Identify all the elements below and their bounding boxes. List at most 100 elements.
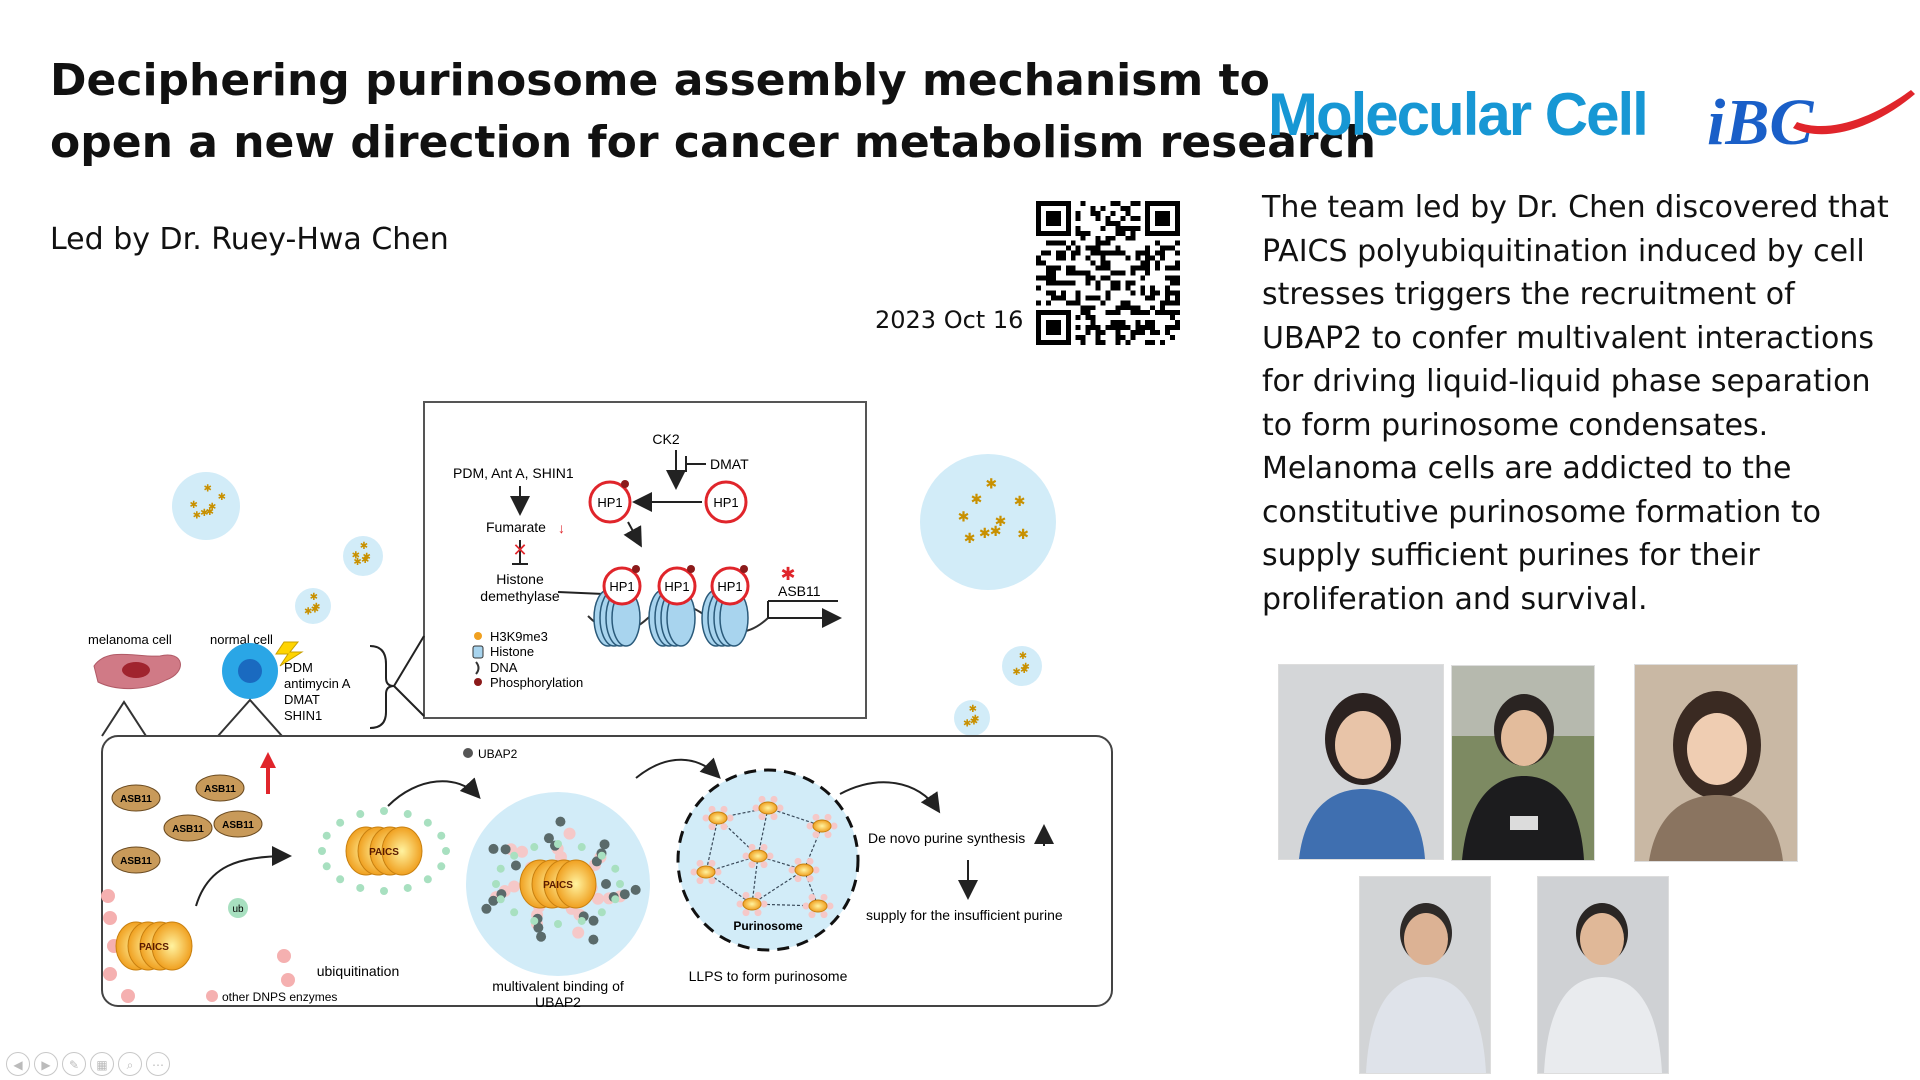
melanoma-cell-label: melanoma cell: [88, 632, 172, 647]
asb11-protein-label: ASB11: [204, 784, 236, 795]
stress-label: PDM, Ant A, SHIN1: [453, 465, 574, 481]
portrait-2: [1451, 665, 1595, 861]
svg-text:↓: ↓: [558, 520, 565, 536]
paics-label: PAICS: [543, 880, 573, 891]
multivalent-label-1: multivalent binding of: [492, 978, 624, 994]
svg-text:✱: ✱: [985, 476, 997, 492]
treatment-2: antimycin A: [284, 676, 351, 691]
svg-text:✱: ✱: [1012, 667, 1020, 678]
legend-dna: DNA: [490, 660, 518, 675]
next-icon[interactable]: ▶: [34, 1052, 58, 1076]
demethylase-label: demethylase: [480, 588, 560, 604]
svg-text:✱: ✱: [190, 500, 198, 511]
portrait-4: [1359, 876, 1491, 1074]
portrait-5: [1537, 876, 1669, 1074]
inset-box: [423, 401, 867, 719]
portrait-3: [1634, 664, 1798, 862]
hp1-nucleosome-label: HP1: [609, 579, 634, 594]
hp1-nucleosome-label: HP1: [717, 579, 742, 594]
ibc-logo-text: iBC: [1707, 86, 1814, 156]
legend-h3k9me3: H3K9me3: [490, 629, 548, 644]
svg-text:✱: ✱: [362, 552, 370, 563]
svg-text:✱: ✱: [360, 541, 368, 552]
portrait-1: [1278, 664, 1444, 860]
treatment-3: DMAT: [284, 692, 320, 707]
title-line-1: Deciphering purinosome assembly mechanis…: [50, 55, 1270, 106]
svg-text:✱: ✱: [1021, 662, 1029, 673]
fumarate-label: Fumarate: [486, 519, 546, 535]
svg-text:✱: ✱: [353, 557, 361, 568]
asb11-protein-label: ASB11: [120, 856, 152, 867]
svg-text:✱: ✱: [312, 602, 320, 613]
date-text: 2023 Oct 16: [875, 306, 1024, 334]
hp1-label-2: HP1: [713, 495, 738, 510]
paics-unmodified: PAICS: [101, 889, 295, 1003]
title-line-2: open a new direction for cancer metaboli…: [50, 117, 1376, 168]
svg-text:✱: ✱: [958, 509, 970, 525]
svg-text:✕: ✕: [512, 540, 527, 560]
pen-icon[interactable]: ✎: [62, 1052, 86, 1076]
svg-text:✱: ✱: [310, 592, 318, 603]
svg-text:✱: ✱: [218, 492, 226, 503]
ubap2-legend: UBAP2: [478, 747, 518, 761]
svg-text:✱: ✱: [208, 502, 216, 513]
journal-logo: Molecular Cell: [1268, 81, 1649, 148]
paics-label: PAICS: [369, 847, 399, 858]
floating-condensates: ✱✱✱✱✱✱✱✱✱✱✱✱✱✱✱✱✱✱✱✱✱✱✱✱✱✱✱✱✱✱✱✱✱: [172, 454, 1056, 736]
svg-text:✱: ✱: [1019, 651, 1027, 662]
svg-text:✱: ✱: [970, 717, 978, 728]
paics-ubiquitinated: PAICS: [318, 807, 450, 895]
qr-code-icon[interactable]: [1036, 201, 1180, 345]
svg-text:✱: ✱: [206, 507, 214, 518]
de-novo-label: De novo purine synthesis: [868, 830, 1025, 846]
svg-text:✱: ✱: [200, 508, 208, 519]
asb11-protein-label: ASB11: [222, 820, 254, 831]
led-by-text: Led by Dr. Ruey-Hwa Chen: [50, 222, 449, 257]
svg-text:✱: ✱: [979, 525, 991, 541]
svg-text:✱: ✱: [963, 718, 971, 729]
svg-text:✱: ✱: [1014, 493, 1026, 509]
treatment-1: PDM: [284, 660, 313, 675]
svg-text:✱: ✱: [193, 510, 201, 521]
ck2-label: CK2: [652, 431, 679, 447]
svg-text:✱: ✱: [352, 551, 360, 562]
svg-text:✱: ✱: [780, 564, 795, 584]
ibc-logo: iBC: [1707, 86, 1915, 156]
legend-phosphorylation: Phosphorylation: [490, 675, 583, 690]
inset-legend: H3K9me3 Histone DNA Phosphorylation: [472, 629, 583, 690]
svg-text:✱: ✱: [971, 491, 983, 507]
svg-text:✱: ✱: [361, 555, 369, 566]
llps-label: LLPS to form purinosome: [689, 968, 848, 984]
purinosome-model-figure: ✱✱✱✱✱✱✱✱✱✱✱✱✱✱✱✱✱✱✱✱✱✱✱✱✱✱✱✱✱✱✱✱✱ CK2 DM…: [88, 401, 1113, 1010]
asb11-protein-label: ASB11: [172, 824, 204, 835]
multivalent-label-2: UBAP2: [535, 994, 581, 1010]
svg-text:✱: ✱: [1020, 665, 1028, 676]
svg-text:✱: ✱: [990, 523, 1002, 539]
dmat-label: DMAT: [710, 456, 749, 472]
legend-histone: Histone: [490, 644, 534, 659]
svg-text:✱: ✱: [964, 530, 976, 546]
slide-title: Deciphering purinosome assembly mechanis…: [50, 50, 1376, 174]
histone-label: Histone: [496, 571, 544, 587]
svg-text:✱: ✱: [311, 605, 319, 616]
ub-label: ub: [232, 904, 244, 915]
paics-ubap2-complex: PAICS: [481, 816, 641, 945]
supply-label: supply for the insufficient purine: [866, 907, 1063, 923]
svg-text:✱: ✱: [304, 606, 312, 617]
treatment-4: SHIN1: [284, 708, 322, 723]
asb11-gene-label: ASB11: [778, 583, 821, 599]
svg-text:✱: ✱: [203, 483, 211, 494]
purinosome-label: Purinosome: [733, 919, 803, 933]
more-icon[interactable]: ⋯: [146, 1052, 170, 1076]
svg-text:✱: ✱: [971, 714, 979, 725]
prev-icon[interactable]: ◀: [6, 1052, 30, 1076]
summary-text: The team led by Dr. Chen discovered that…: [1262, 190, 1889, 617]
slideshow-controls: ◀ ▶ ✎ ▦ ⌕ ⋯: [6, 1052, 170, 1078]
slides-icon[interactable]: ▦: [90, 1052, 114, 1076]
svg-text:✱: ✱: [969, 704, 977, 715]
zoom-icon[interactable]: ⌕: [118, 1052, 142, 1076]
svg-text:✱: ✱: [1017, 526, 1029, 542]
svg-text:✱: ✱: [995, 513, 1007, 529]
